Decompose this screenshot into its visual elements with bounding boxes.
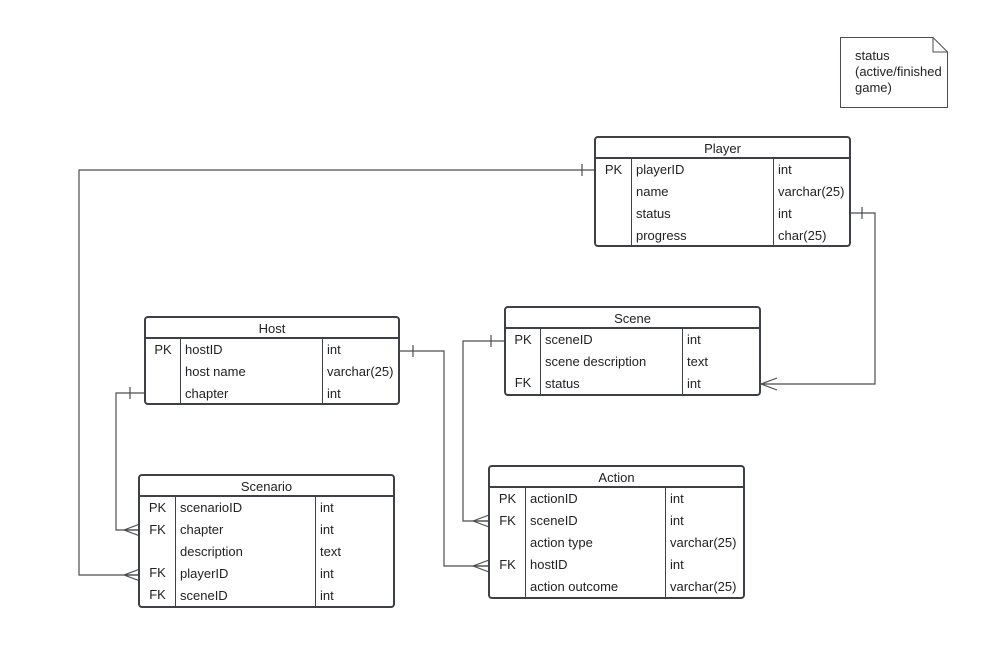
field-type: int <box>320 588 334 603</box>
field-type: int <box>320 522 334 537</box>
key-cell: FK <box>149 522 166 537</box>
entity-scene[interactable]: Scene PK FK sceneID scene description st… <box>504 306 761 396</box>
field-type: int <box>320 500 334 515</box>
field-name: status <box>545 376 580 391</box>
key-cell: FK <box>514 375 532 390</box>
field-name: progress <box>636 228 687 243</box>
field-type: int <box>327 386 341 401</box>
field-name: actionID <box>530 491 578 506</box>
entity-player[interactable]: Player PK playerID name status progress … <box>594 136 851 247</box>
entity-title: Scenario <box>140 476 393 497</box>
entity-title: Scene <box>506 308 759 329</box>
field-type: int <box>670 491 684 506</box>
note-line: (active/finished <box>855 64 942 79</box>
field-name: sceneID <box>180 588 228 603</box>
field-type: int <box>327 342 341 357</box>
field-name: chapter <box>180 522 224 537</box>
field-type: text <box>687 354 708 369</box>
key-cell: PK <box>498 491 517 506</box>
field-type: int <box>670 513 684 528</box>
rel-host-action <box>400 350 489 567</box>
field-name: host name <box>185 364 246 379</box>
key-cell: PK <box>154 342 172 357</box>
field-name: chapter <box>185 386 229 401</box>
field-name: playerID <box>180 566 229 581</box>
key-cell: PK <box>604 162 623 177</box>
entity-host[interactable]: Host PK hostID host name chapter int var… <box>144 316 400 405</box>
entity-title: Action <box>490 467 743 488</box>
key-cell: FK <box>499 513 516 528</box>
note-line: status <box>855 48 890 63</box>
note-shape <box>840 37 948 108</box>
note-line: game) <box>855 80 892 95</box>
field-name: scenarioID <box>180 500 243 515</box>
field-name: scene description <box>545 354 647 369</box>
entity-scenario[interactable]: Scenario PK FK FK FK scenarioID chapter … <box>138 474 395 608</box>
field-type: varchar(25) <box>670 535 737 550</box>
field-name: action outcome <box>530 579 619 594</box>
key-cell: FK <box>499 556 516 572</box>
field-type: int <box>778 162 792 177</box>
key-cell: FK <box>149 587 166 602</box>
field-type: int <box>670 557 684 572</box>
rel-player-scene <box>761 212 876 385</box>
key-cell: PK <box>514 332 532 347</box>
field-name: description <box>180 544 243 559</box>
entity-action[interactable]: Action PK FK FK actionID sceneID action … <box>488 465 745 599</box>
field-name: sceneID <box>530 513 578 528</box>
field-name: hostID <box>185 342 223 357</box>
field-type: int <box>687 376 701 391</box>
key-cell: FK <box>149 565 166 580</box>
field-type: varchar(25) <box>670 579 737 594</box>
field-name: action type <box>530 535 593 550</box>
note-text: status (active/finished game) <box>855 48 950 96</box>
status-note: status (active/finished game) <box>840 37 948 108</box>
field-type: int <box>687 332 701 347</box>
field-type: text <box>320 544 341 559</box>
field-type: varchar(25) <box>778 184 845 199</box>
field-name: status <box>636 206 671 221</box>
entity-title: Host <box>146 318 398 339</box>
field-type: varchar(25) <box>327 364 394 379</box>
field-name: playerID <box>636 162 685 177</box>
field-type: char(25) <box>778 228 827 243</box>
field-type: int <box>320 566 334 581</box>
entity-title: Player <box>596 138 849 159</box>
rel-player-scenario <box>78 169 594 576</box>
field-type: int <box>778 206 792 221</box>
key-cell: PK <box>148 500 167 515</box>
field-name: name <box>636 184 669 199</box>
field-name: sceneID <box>545 332 593 347</box>
field-name: hostID <box>530 557 568 572</box>
